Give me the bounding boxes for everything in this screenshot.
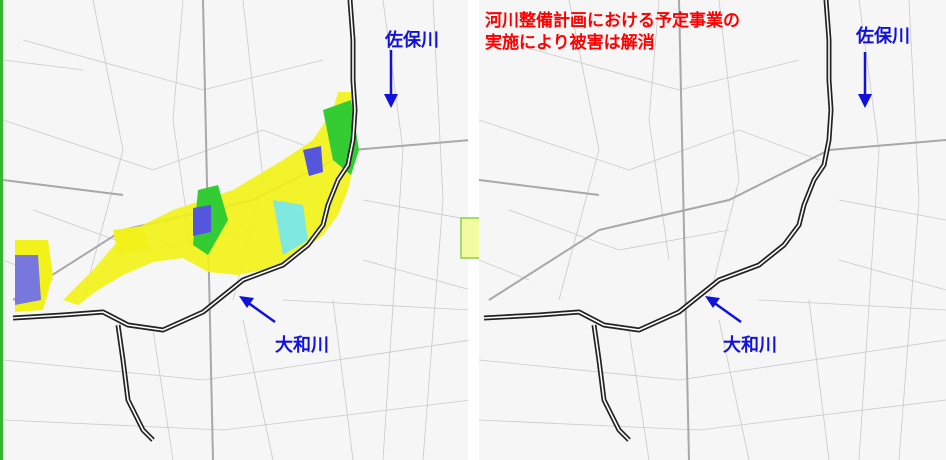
diagonal-arrow-icon (239, 296, 276, 324)
river-label-saho: 佐保川 (385, 30, 439, 51)
map-base (3, 0, 468, 460)
river-label-yamato: 大和川 (275, 335, 329, 356)
result-message-line-1: 河川整備計画における予定事業の (485, 11, 740, 31)
river-label-saho: 佐保川 (856, 26, 910, 47)
river-label-yamato: 大和川 (723, 335, 777, 356)
map-after-improvement: 河川整備計画における予定事業の 実施により被害は解消 佐保川 大和川 (479, 0, 946, 460)
flood-inundation-area (15, 92, 359, 312)
down-arrow-icon (858, 52, 872, 108)
major-roads (479, 0, 946, 460)
down-arrow-icon (384, 50, 398, 108)
diagonal-arrow-icon (705, 296, 742, 324)
map-before-improvement: 佐保川 大和川 (0, 0, 468, 460)
result-message-line-2: 実施により被害は解消 (485, 33, 655, 53)
map-base (479, 0, 946, 460)
street-lines (479, 0, 946, 460)
